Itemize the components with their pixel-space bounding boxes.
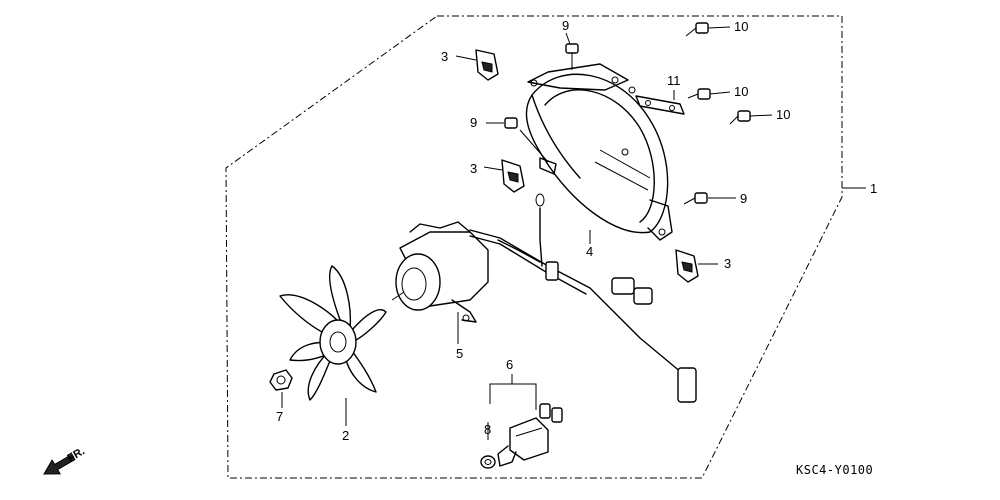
callout-10-lower: 10 [776, 107, 790, 122]
callout-7: 7 [276, 409, 283, 424]
bolt-9-right [683, 192, 708, 205]
fan-shroud [525, 63, 673, 241]
callout-3-top: 3 [441, 49, 448, 64]
front-arrow-icon [43, 453, 76, 475]
bolt-9-top [565, 43, 579, 70]
callout-2: 2 [342, 428, 349, 443]
callout-3-middle: 3 [470, 161, 477, 176]
callout-3-right: 3 [724, 256, 731, 271]
sealing-washer [480, 455, 496, 469]
callout-9-right: 9 [740, 191, 747, 206]
diagram-code: KSC4-Y0100 [796, 463, 873, 477]
fan-motor [391, 193, 697, 403]
callout-8: 8 [484, 422, 491, 437]
front-label: FR. [66, 445, 87, 464]
thermo-switch [497, 403, 563, 467]
callout-labels: 1 2 3 3 3 4 5 6 7 8 9 9 9 10 10 10 11 [276, 18, 877, 443]
callout-6: 6 [506, 357, 513, 372]
leader-lines [281, 26, 866, 440]
clip-3-middle [501, 159, 525, 193]
fan-blade [279, 265, 387, 401]
callout-9-left: 9 [470, 115, 477, 130]
callout-9-top: 9 [562, 18, 569, 33]
callout-5: 5 [456, 346, 463, 361]
bolt-10-lower [729, 110, 751, 125]
callout-4: 4 [586, 244, 593, 259]
bolt-10-mid [687, 88, 711, 100]
callout-11: 11 [667, 73, 681, 88]
nut [269, 369, 293, 391]
clip-3-top [475, 49, 499, 81]
assembly-boundary [225, 15, 843, 479]
bolt-10-top [685, 22, 709, 37]
callout-10-top: 10 [734, 19, 748, 34]
bracket [635, 95, 685, 115]
callout-1: 1 [870, 181, 877, 196]
clip-3-right [675, 249, 699, 283]
callout-10-mid: 10 [734, 84, 748, 99]
front-indicator: FR. [43, 445, 87, 475]
